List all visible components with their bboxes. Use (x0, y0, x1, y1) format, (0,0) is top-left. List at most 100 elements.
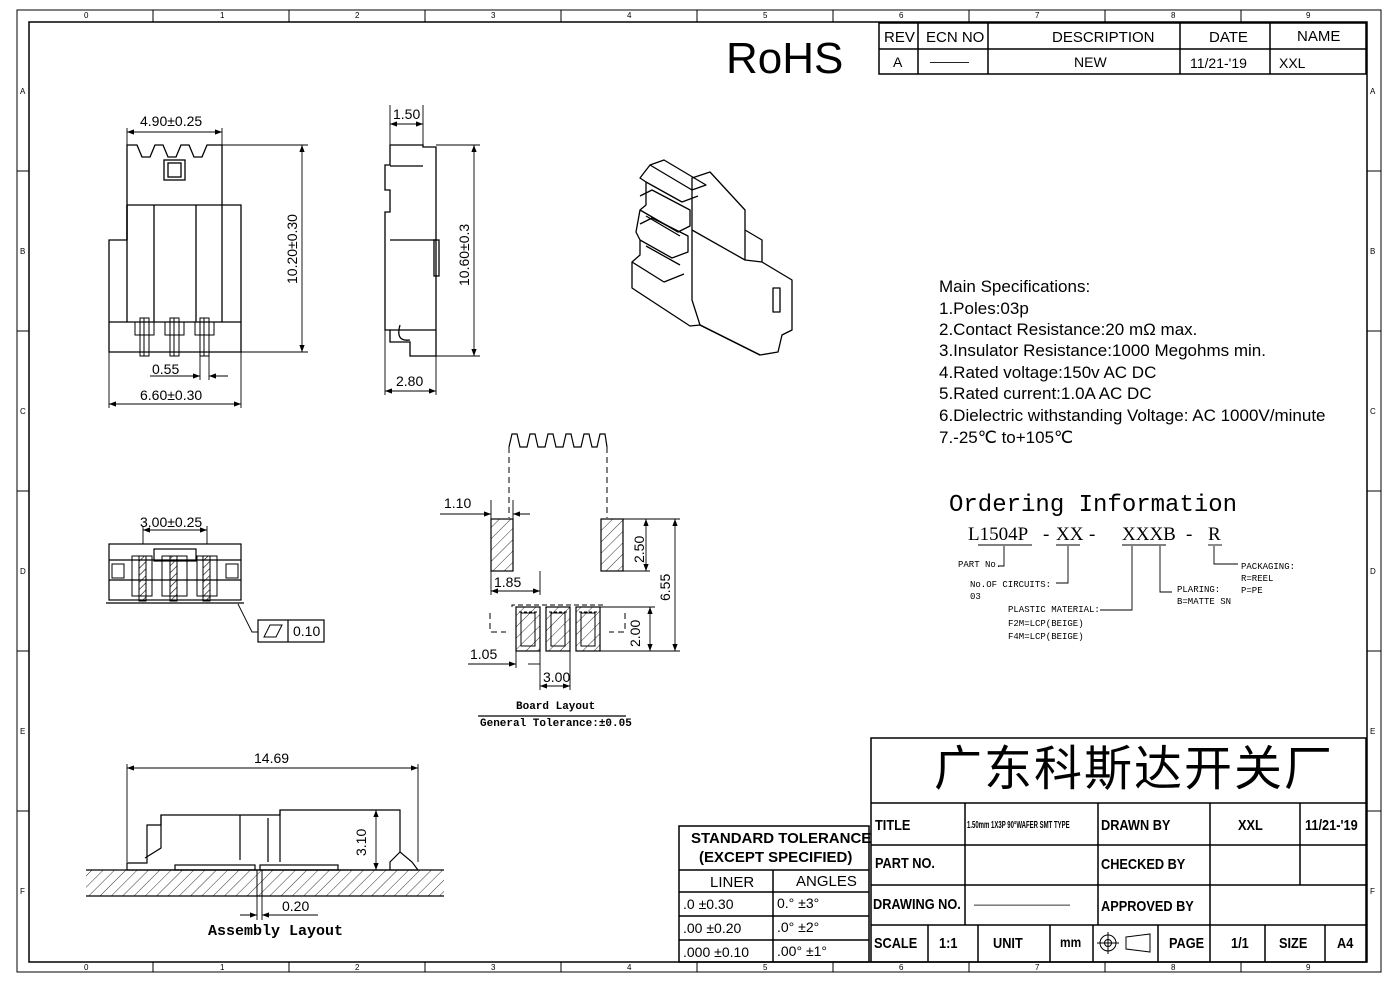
drawing-no-value: ———————— (974, 897, 1070, 911)
col-label: 4 (627, 963, 632, 972)
isometric-view (631, 159, 793, 356)
side-dims (384, 105, 480, 395)
dim-base-width: 6.60±0.30 (140, 387, 203, 403)
col-label: 3 (491, 963, 496, 972)
ordering-code-sep: - (1043, 524, 1050, 545)
drawn-by-value: XXL (1238, 817, 1263, 834)
col-label: 6 (899, 963, 904, 972)
rohs-mark: RoHS (726, 34, 844, 83)
dim-total-height: 6.55 (657, 573, 673, 601)
bottom-view (106, 543, 244, 604)
assembly-layout-label: Assembly Layout (208, 923, 344, 940)
packaging-label: PACKAGING: (1241, 562, 1296, 572)
name-header: NAME (1297, 28, 1341, 45)
dim-bottom-pitch: 3.00±0.25 (140, 514, 203, 530)
spec-item: 2.Contact Resistance:20 mΩ max. (939, 320, 1198, 339)
date-value: 11/21-'19 (1190, 55, 1247, 71)
spec-heading: Main Specifications: (939, 277, 1091, 296)
tolerance-subtitle: (EXCEPT SPECIFIED) (699, 849, 853, 866)
row-label: C (1370, 407, 1376, 416)
description-value: NEW (1074, 54, 1107, 70)
row-label: F (20, 887, 25, 896)
ordering-code-material: XXXB (1122, 524, 1176, 545)
dim-side-height: 10.60±0.3 (456, 223, 472, 286)
col-label: 7 (1035, 963, 1040, 972)
board-layout-title: Board Layout (516, 701, 596, 713)
col-label: 1 (220, 11, 225, 20)
col-label: 0 (84, 963, 89, 972)
angle-tol: .0° ±2° (777, 919, 820, 935)
dim-assembly-height: 3.10 (353, 828, 369, 856)
assembly-view (86, 809, 444, 897)
title-value: 1.50mm 1X3P 90°WAFER SMT TYPE (967, 820, 1070, 831)
dim-contact-height: 2.00 (627, 619, 643, 647)
dim-side-depth: 2.80 (396, 373, 424, 389)
ordering-code-sep: - (1186, 524, 1193, 545)
unit-label: UNIT (993, 935, 1023, 952)
col-label: 6 (899, 11, 904, 20)
col-label: 5 (763, 963, 768, 972)
dim-pad-gap: 1.85 (494, 574, 522, 590)
dim-front-height: 10.20±0.30 (284, 214, 300, 284)
size-value: A4 (1337, 935, 1354, 952)
date-header: DATE (1209, 29, 1248, 46)
title-block-grid (870, 737, 1367, 963)
row-label: A (1370, 87, 1376, 96)
dim-pin-pitch: 0.55 (152, 361, 180, 377)
angle-tol: 0.° ±3° (777, 895, 820, 911)
spec-item: 7.-25℃ to+105℃ (939, 428, 1074, 447)
part-no-label: PART No. (958, 560, 1002, 570)
drawing-no-label: DRAWING NO. (873, 896, 961, 913)
col-label: 9 (1306, 11, 1311, 20)
dim-side-top: 1.50 (393, 106, 421, 122)
page-value: 1/1 (1231, 935, 1249, 952)
packaging-value: P=PE (1241, 586, 1263, 596)
drawn-date: 11/21-'19 (1305, 817, 1358, 834)
dim-front-width: 4.90±0.25 (140, 113, 203, 129)
side-view (384, 144, 440, 357)
spec-item: 1.Poles:03p (939, 299, 1029, 318)
ordering-title: Ordering Information (949, 492, 1238, 519)
linear-header: LINER (710, 874, 755, 891)
row-label: E (20, 727, 26, 736)
unit-value: mm (1060, 934, 1082, 950)
size-label: SIZE (1279, 935, 1308, 952)
linear-tol: .000 ±0.10 (683, 944, 750, 960)
page-label: PAGE (1169, 935, 1205, 952)
tolerance-title: STANDARD TOLERANCE (691, 830, 872, 847)
revision-table (878, 22, 1367, 75)
front-dims (108, 128, 308, 408)
col-label: 2 (355, 963, 360, 972)
rev-header: REV (884, 29, 915, 46)
checked-by-label: CHECKED BY (1101, 856, 1186, 873)
front-view (108, 144, 242, 357)
dim-contact-pitch: 3.00 (543, 669, 571, 685)
description-header: DESCRIPTION (1052, 29, 1155, 46)
row-label: D (20, 567, 26, 576)
row-label: A (20, 87, 26, 96)
angles-header: ANGLES (796, 873, 857, 890)
projection-symbol (1097, 932, 1151, 954)
ordering-code-circuits: XX (1056, 524, 1084, 545)
zone-ticks (17, 10, 1381, 972)
linear-tol: .0 ±0.30 (683, 896, 734, 912)
board-layout (489, 433, 626, 652)
ecn-value: ——— (930, 54, 969, 69)
ordering-code-sep: - (1089, 524, 1096, 545)
col-label: 5 (763, 11, 768, 20)
col-label: 8 (1171, 963, 1176, 972)
plaring-value: B=MATTE SN (1177, 597, 1232, 607)
col-label: 2 (355, 11, 360, 20)
col-label: 3 (491, 11, 496, 20)
dim-pad-height: 2.50 (631, 535, 647, 563)
board-dims (440, 500, 680, 717)
name-value: XXL (1279, 55, 1306, 71)
col-label: 8 (1171, 11, 1176, 20)
col-label: 4 (627, 11, 632, 20)
ordering-code-packaging: R (1208, 524, 1221, 545)
spec-item: 4.Rated voltage:150v AC DC (939, 363, 1157, 382)
approved-by-label: APPROVED BY (1101, 898, 1194, 915)
flatness-value: 0.10 (293, 623, 321, 639)
dim-contact-width: 1.05 (470, 646, 498, 662)
